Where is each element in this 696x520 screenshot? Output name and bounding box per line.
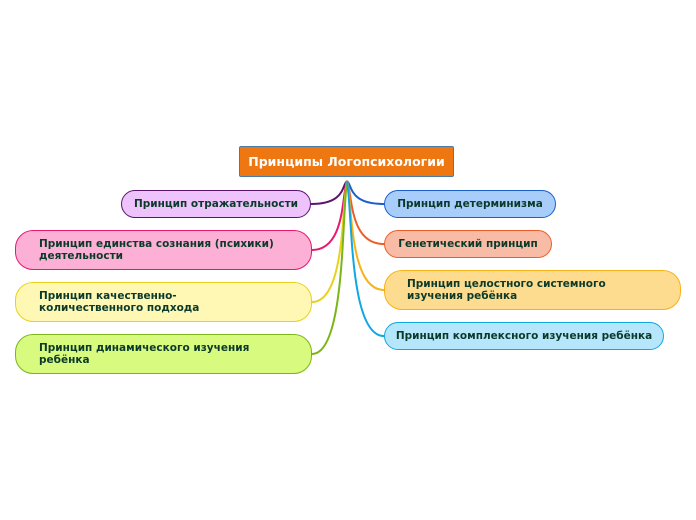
topic-qualitative-quantitative[interactable]: Принцип качественно-количественного подх…	[15, 282, 312, 322]
connector-determinism	[346, 180, 385, 205]
topic-label: Принцип единства сознания (психики) деят…	[39, 237, 274, 263]
connector-holistic	[346, 180, 385, 291]
topic-dynamic-study[interactable]: Принцип динамического изучения ребёнка	[15, 334, 312, 374]
topic-determinism[interactable]: Принцип детерминизма	[384, 190, 556, 218]
topic-label: Принцип динамического изучения ребёнка	[39, 341, 250, 367]
central-topic-label: Принципы Логопсихологии	[248, 154, 445, 169]
topic-holistic-systemic[interactable]: Принцип целостного системного изучения р…	[384, 270, 681, 310]
topic-genetic[interactable]: Генетический принцип	[384, 230, 552, 258]
central-topic[interactable]: Принципы Логопсихологии	[239, 146, 454, 177]
topic-label: Принцип детерминизма	[397, 197, 543, 210]
topic-label: Принцип комплексного изучения ребёнка	[395, 329, 653, 342]
connector-reflectivity	[310, 180, 348, 205]
topic-unity-consciousness-activity[interactable]: Принцип единства сознания (психики) деят…	[15, 230, 312, 270]
topic-complex-study[interactable]: Принцип комплексного изучения ребёнка	[384, 322, 664, 350]
topic-label: Генетический принцип	[398, 237, 538, 250]
topic-label: Принцип отражательности	[133, 197, 299, 210]
topic-label: Принцип целостного системного изучения р…	[407, 277, 606, 303]
topic-reflectivity[interactable]: Принцип отражательности	[121, 190, 311, 218]
topic-label: Принцип качественно-количественного подх…	[39, 289, 200, 315]
connector-complex	[346, 180, 385, 337]
connector-dynamic	[311, 180, 348, 355]
